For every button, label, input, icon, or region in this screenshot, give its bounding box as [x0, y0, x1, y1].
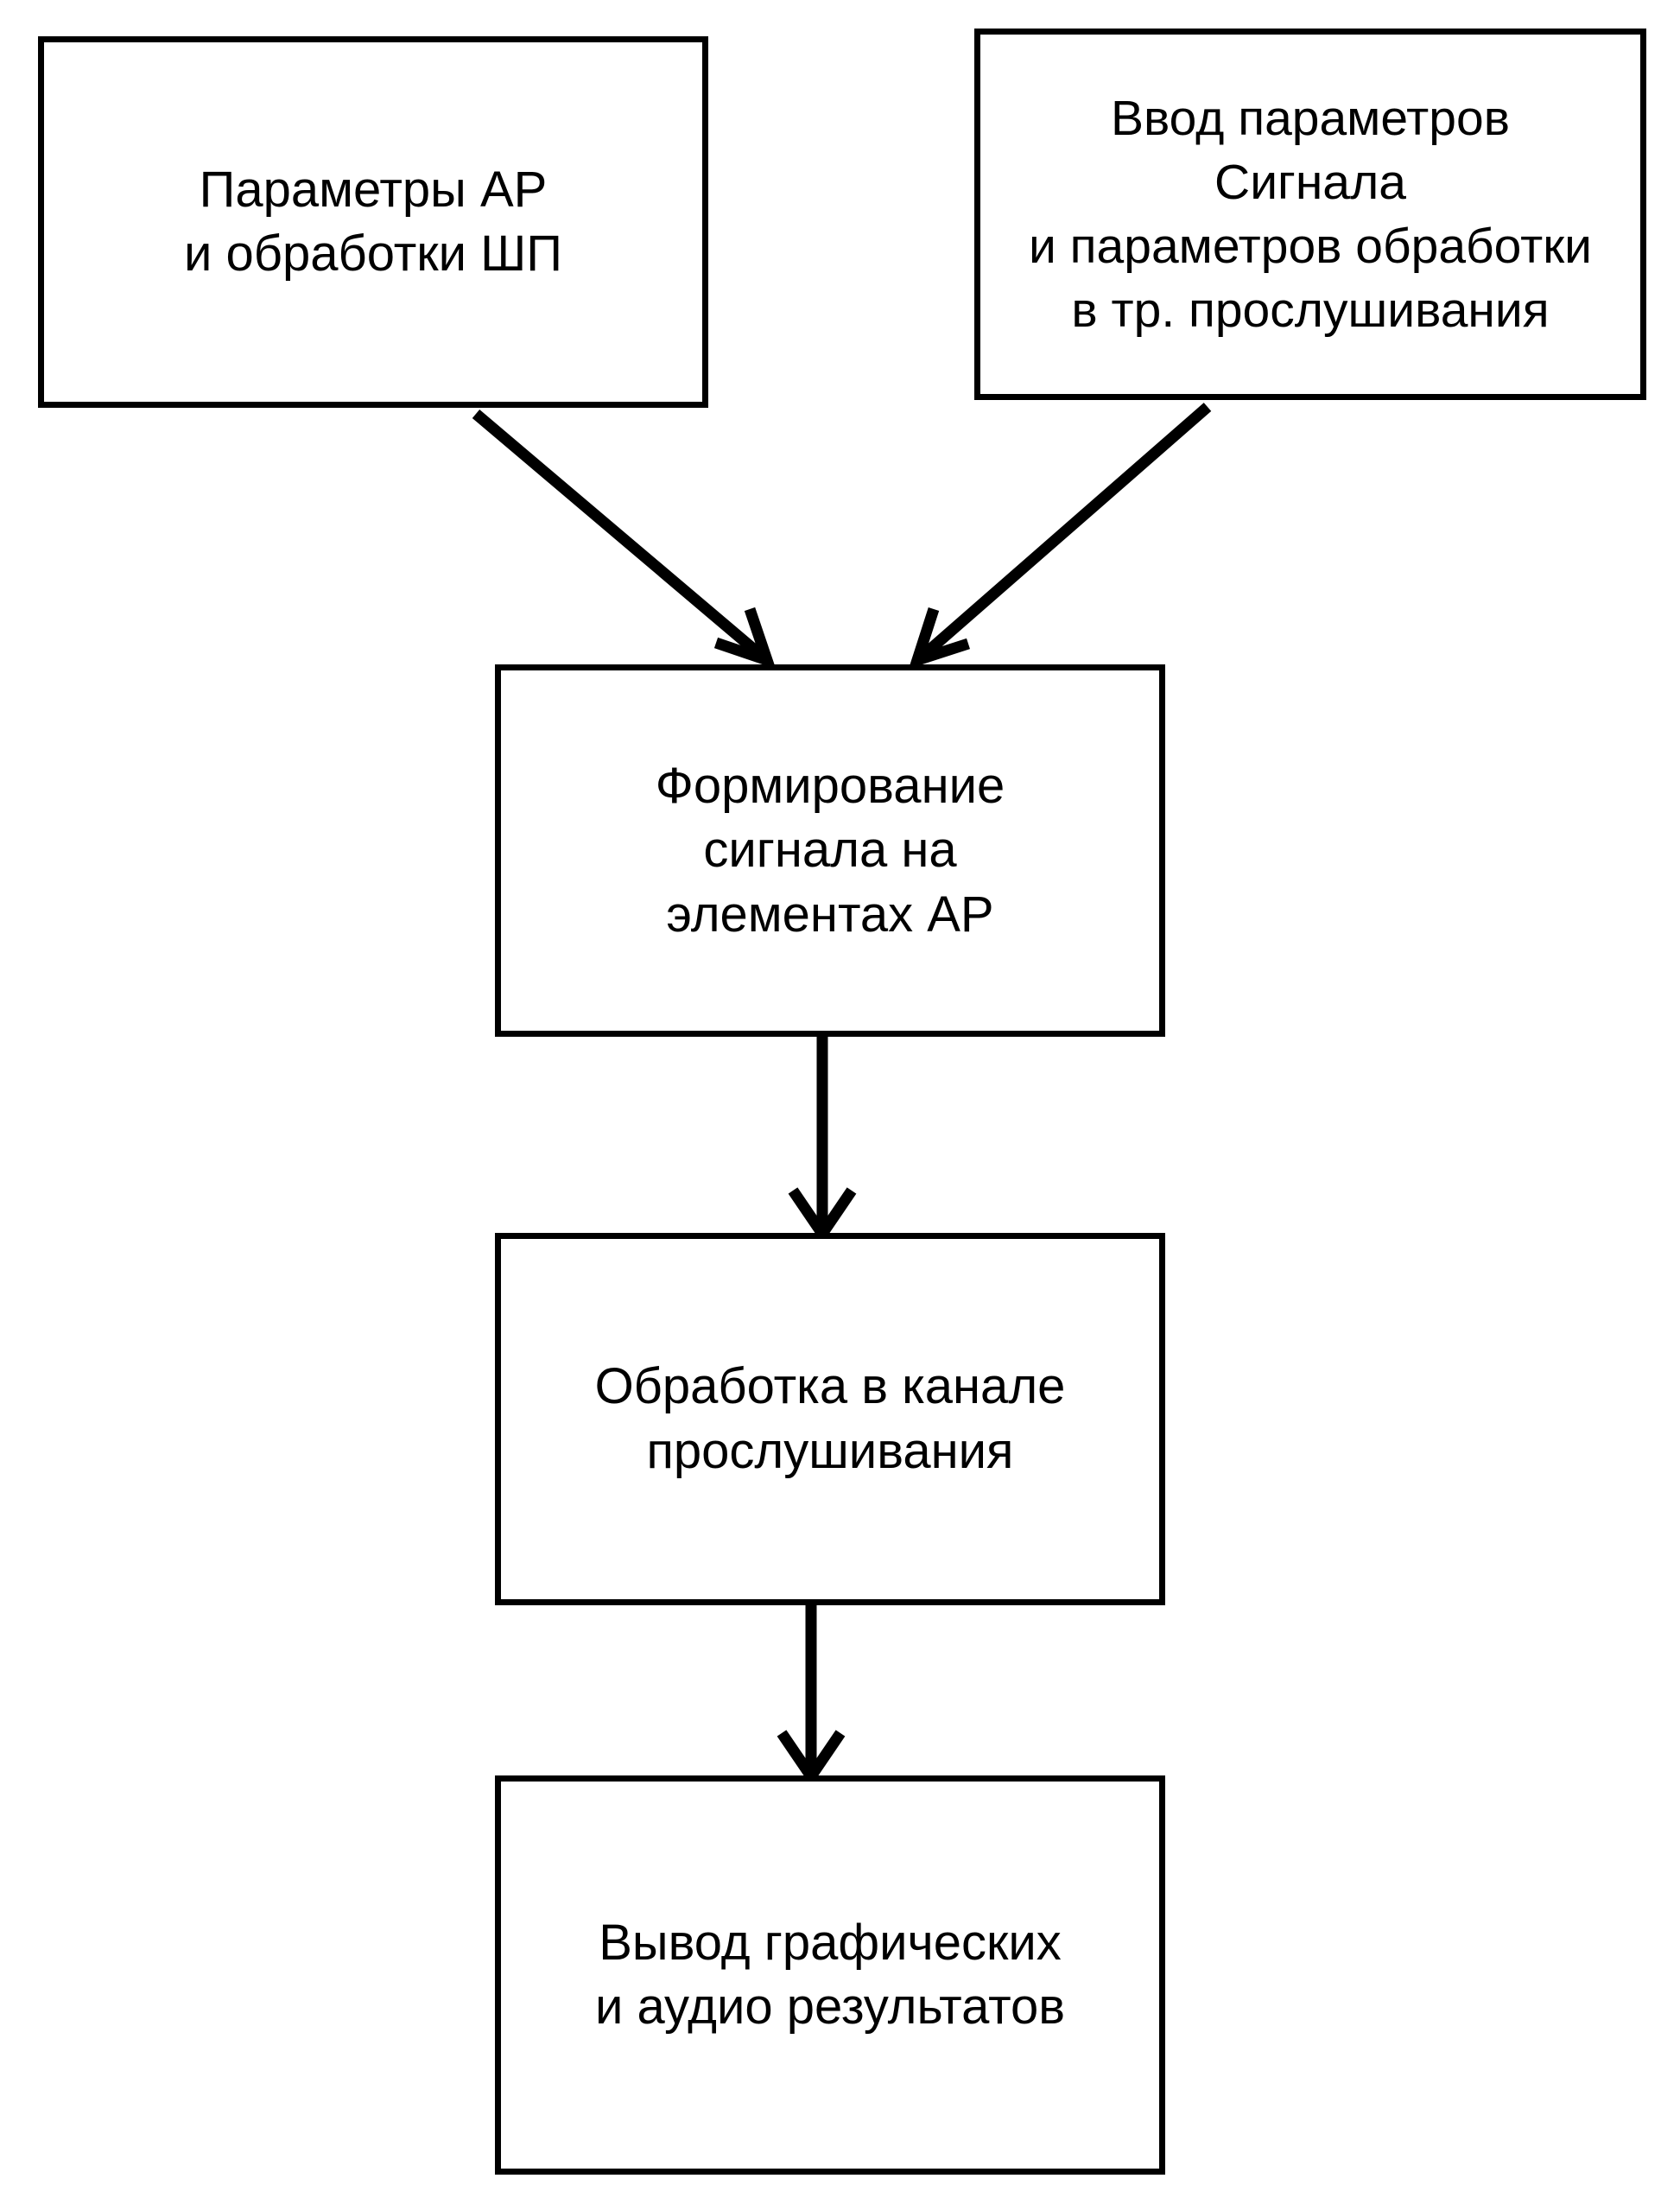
node-channel-processing-label: Обработка в канале прослушивания — [594, 1358, 1066, 1479]
edge-ar-to-forming — [472, 410, 777, 670]
node-signal-params[interactable]: Ввод параметров Сигнала и параметров обр… — [974, 29, 1646, 400]
edge-forming-to-processing — [788, 1037, 857, 1244]
node-output-results[interactable]: Вывод графических и аудио результатов — [495, 1775, 1165, 2175]
node-signal-forming-label: Формирование сигнала на элементах АР — [655, 758, 1005, 943]
node-ar-params[interactable]: Параметры АР и обработки ШП — [38, 36, 708, 408]
edge-signal-to-forming — [908, 403, 1212, 670]
node-output-results-label: Вывод графических и аудио результатов — [594, 1914, 1066, 2035]
node-signal-forming[interactable]: Формирование сигнала на элементах АР — [495, 664, 1165, 1037]
node-signal-params-label: Ввод параметров Сигнала и параметров обр… — [1029, 90, 1592, 339]
edge-processing-to-output — [777, 1605, 846, 1787]
node-ar-params-label: Параметры АР и обработки ШП — [183, 161, 562, 282]
node-channel-processing[interactable]: Обработка в канале прослушивания — [495, 1233, 1165, 1605]
